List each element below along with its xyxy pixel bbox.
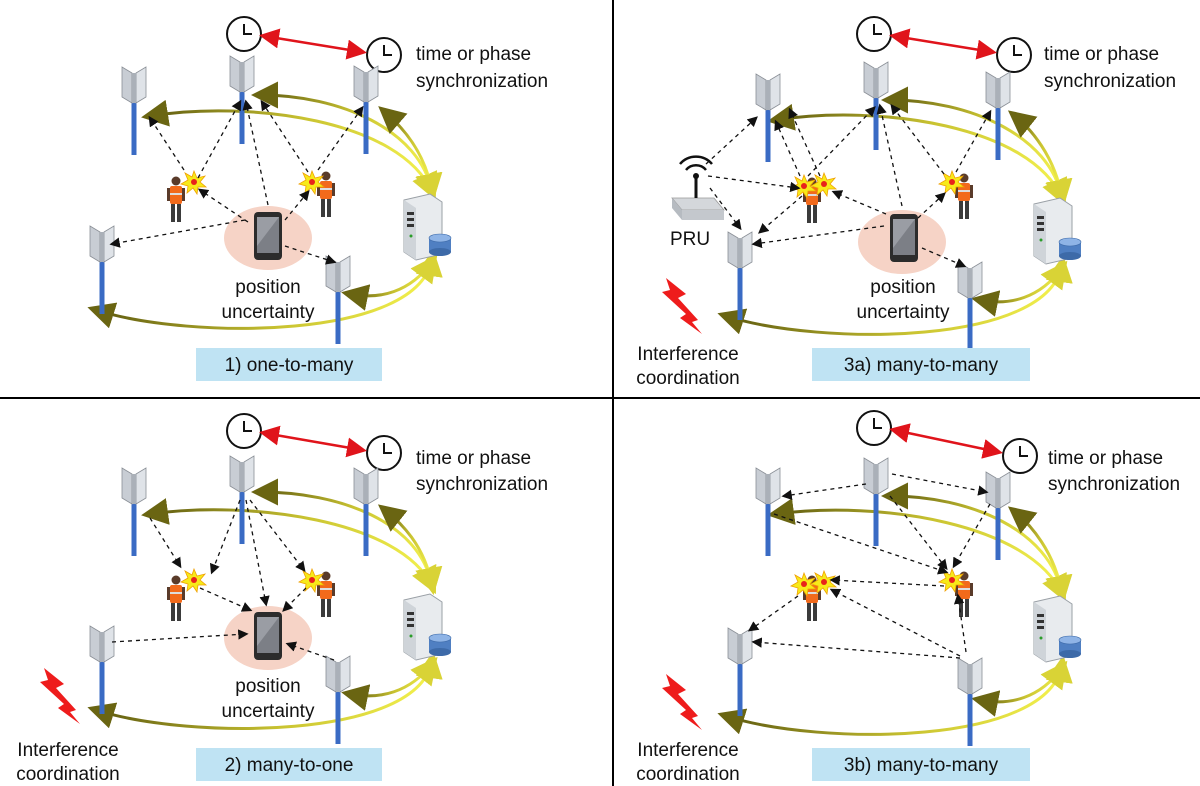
panel-many-to-many-a: time or phase synchronization position u… [636,16,1176,389]
server-icon [403,193,452,261]
base-station-icon [89,625,115,715]
clock-icon [1002,438,1038,474]
panel-many-to-one: time or phase synchronization position u… [16,413,548,785]
sync-label-line1: time or phase [416,44,531,65]
server-icon [403,593,452,661]
sync-label-line2: synchronization [416,474,548,495]
uncertainty-label-line1: position [235,676,301,697]
base-station-icon [755,73,781,163]
base-station-icon [863,457,889,547]
clock-icon [856,16,892,52]
clock-icon [226,413,262,449]
pru-icon [671,155,725,220]
smartphone-icon [890,214,918,262]
panel-label-box [196,348,382,381]
sync-label-line2: synchronization [1044,71,1176,92]
lightning-icon [662,278,702,334]
sync-arrow [259,28,367,60]
base-station-icon [325,655,351,745]
panel-label-box [812,748,1030,781]
interference-label-line1: Interference [17,740,118,761]
smartphone-icon [254,612,282,660]
sync-label-line2: synchronization [1048,474,1180,495]
sync-arrow [889,28,997,60]
base-station-icon [353,467,379,557]
interference-label-line2: coordination [636,764,740,785]
interference-label-line2: coordination [636,368,740,389]
uncertainty-label-line2: uncertainty [222,701,315,722]
uncertainty-label-line2: uncertainty [222,302,315,323]
panel-title: 1) one-to-many [225,355,354,376]
base-station-icon [121,66,147,156]
server-icon [1033,595,1082,663]
clock-icon [226,16,262,52]
pru-label: PRU [670,229,710,250]
sync-label-line2: synchronization [416,71,548,92]
lightning-icon [40,668,80,724]
base-station-icon [229,55,255,145]
panel-label-box [196,748,382,781]
panel-label-box [812,348,1030,381]
panel-title: 3b) many-to-many [844,755,999,776]
base-station-icon [957,261,983,351]
base-station-icon [121,467,147,557]
sync-arrow [889,423,1003,459]
interference-label-line1: Interference [637,344,738,365]
sync-label-line1: time or phase [1048,448,1163,469]
base-station-icon [89,225,115,315]
base-station-icon [325,255,351,345]
uncertainty-label-line2: uncertainty [857,302,950,323]
uncertainty-label-line1: position [235,277,301,298]
clock-icon [366,37,402,73]
clock-icon [996,37,1032,73]
sync-arrow [259,425,367,458]
clock-icon [856,410,892,446]
base-station-icon [727,627,753,717]
base-station-icon [755,467,781,557]
panel-title: 2) many-to-one [225,755,354,776]
uncertainty-label-line1: position [870,277,936,298]
interference-label-line1: Interference [637,740,738,761]
sync-label-line1: time or phase [416,448,531,469]
base-station-icon [863,61,889,151]
server-icon [1033,197,1082,265]
interference-label-line2: coordination [16,764,120,785]
clock-icon [366,435,402,471]
base-station-icon [957,657,983,747]
base-station-icon [727,231,753,321]
panel-one-to-many: time or phase synchronization position u… [87,16,548,381]
sync-label-line1: time or phase [1044,44,1159,65]
panel-many-to-many-b: time or phase synchronization Interferen… [636,410,1180,785]
panel-title: 3a) many-to-many [844,355,999,376]
lightning-icon [662,674,702,730]
smartphone-icon [254,212,282,260]
